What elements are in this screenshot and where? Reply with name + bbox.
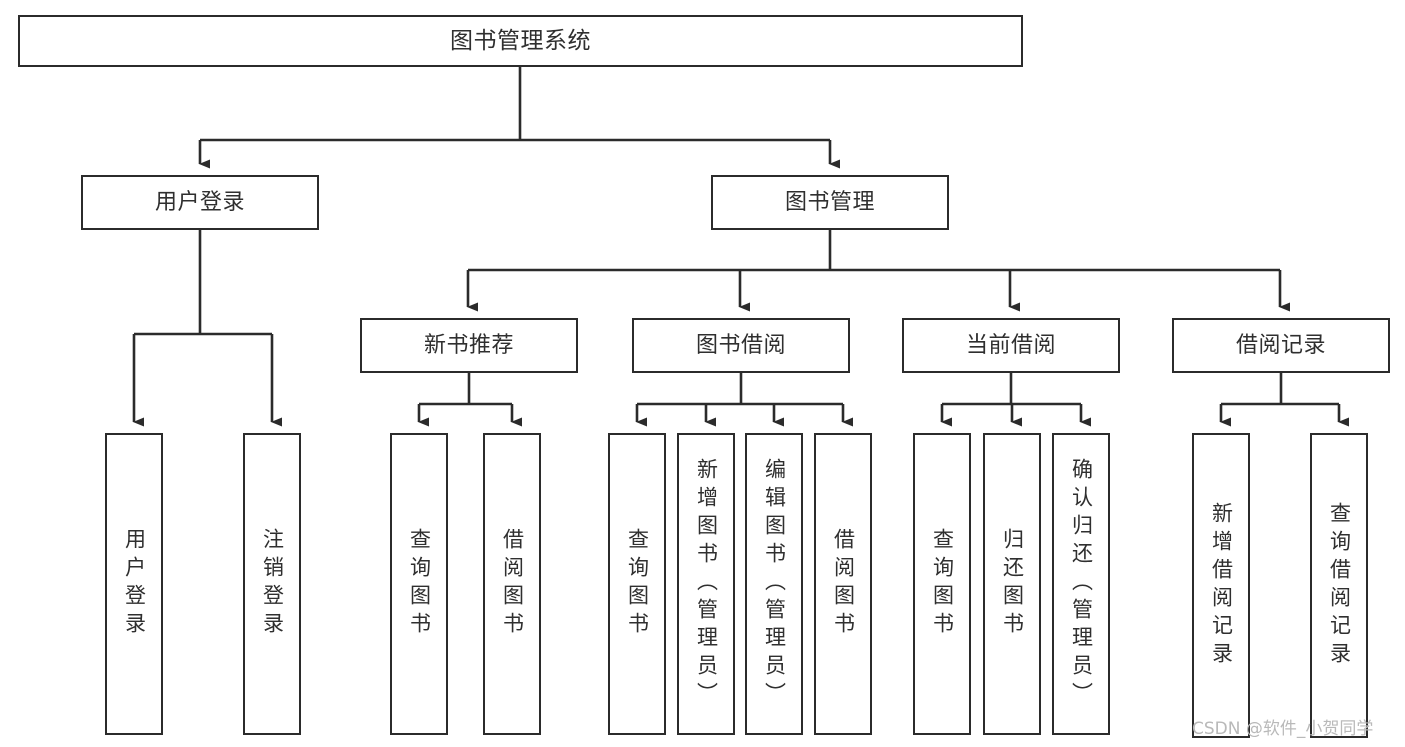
node-leaf-query-book-3[interactable]: 查询图书 [913, 433, 971, 735]
node-label: 借阅图书 [831, 528, 856, 640]
node-leaf-query-record[interactable]: 查询借阅记录 [1310, 433, 1368, 738]
node-new-book-rec[interactable]: 新书推荐 [360, 318, 578, 373]
node-label: 新增借阅记录 [1209, 501, 1234, 670]
node-leaf-confirm-ret[interactable]: 确认归还（管理员） [1052, 433, 1110, 735]
node-leaf-return-book[interactable]: 归还图书 [983, 433, 1041, 735]
node-label: 查询图书 [930, 528, 955, 640]
node-leaf-query-book-1[interactable]: 查询图书 [390, 433, 448, 735]
node-book-borrow[interactable]: 图书借阅 [632, 318, 850, 373]
node-label: 查询图书 [407, 528, 432, 640]
node-label: 图书借阅 [695, 332, 786, 358]
node-borrow-record[interactable]: 借阅记录 [1172, 318, 1390, 373]
watermark-text: CSDN @软件_小贺同学 [1192, 719, 1374, 739]
node-label: 借阅记录 [1235, 332, 1326, 358]
node-label: 用户登录 [122, 528, 147, 640]
node-label: 注销登录 [260, 528, 285, 640]
node-label: 查询借阅记录 [1327, 501, 1352, 670]
node-leaf-add-book[interactable]: 新增图书（管理员） [677, 433, 735, 735]
node-leaf-query-book-2[interactable]: 查询图书 [608, 433, 666, 735]
node-label: 确认归还（管理员） [1069, 458, 1094, 710]
node-label: 新书推荐 [423, 332, 514, 358]
node-leaf-user-login[interactable]: 用户登录 [105, 433, 163, 735]
node-leaf-borrow-book-1[interactable]: 借阅图书 [483, 433, 541, 735]
node-book-mgmt[interactable]: 图书管理 [711, 175, 949, 230]
node-label: 图书管理系统 [450, 27, 591, 54]
node-leaf-edit-book[interactable]: 编辑图书（管理员） [745, 433, 803, 735]
node-label: 查询图书 [625, 528, 650, 640]
node-current-borrow[interactable]: 当前借阅 [902, 318, 1120, 373]
node-user-login[interactable]: 用户登录 [81, 175, 319, 230]
node-label: 新增图书（管理员） [694, 458, 719, 710]
node-label: 图书管理 [784, 189, 875, 215]
node-leaf-add-record[interactable]: 新增借阅记录 [1192, 433, 1250, 738]
node-leaf-borrow-book-2[interactable]: 借阅图书 [814, 433, 872, 735]
node-label: 用户登录 [154, 189, 245, 215]
node-label: 借阅图书 [500, 528, 525, 640]
node-label: 编辑图书（管理员） [762, 458, 787, 710]
node-leaf-logout[interactable]: 注销登录 [243, 433, 301, 735]
node-root[interactable]: 图书管理系统 [18, 15, 1023, 67]
node-label: 当前借阅 [965, 332, 1056, 358]
node-label: 归还图书 [1000, 528, 1025, 640]
